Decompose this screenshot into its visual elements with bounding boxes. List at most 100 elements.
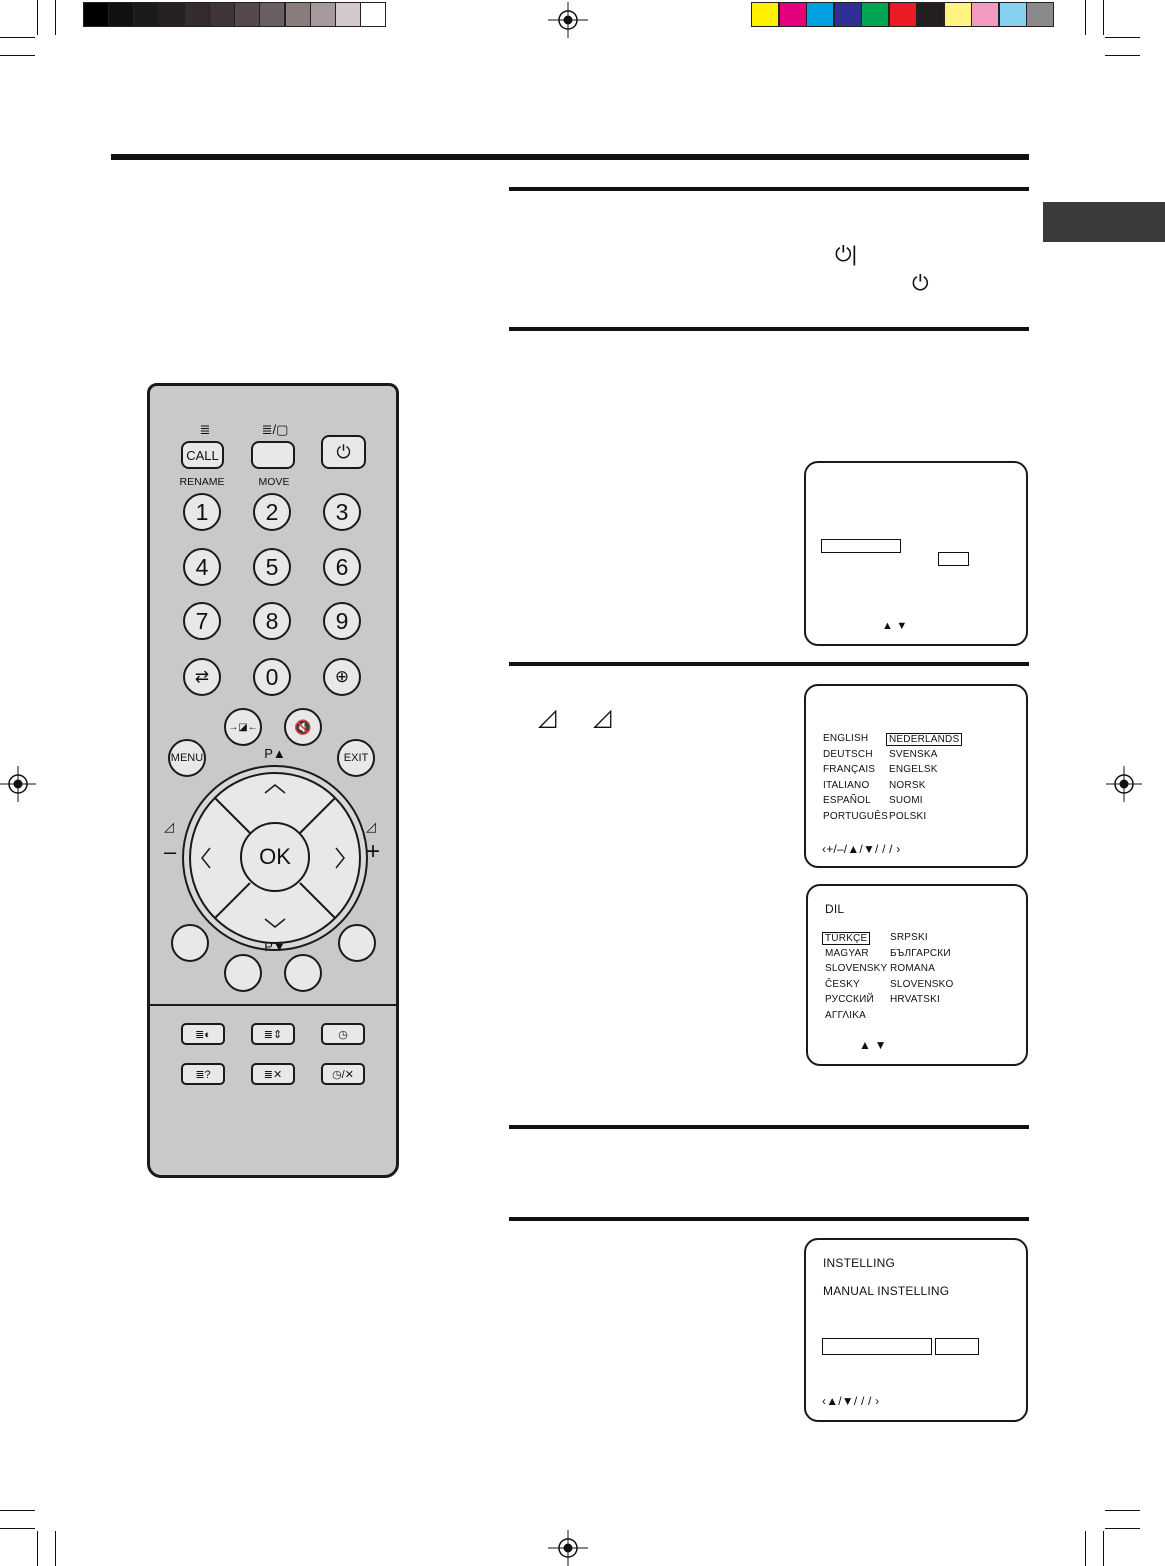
crop-mark [55,0,56,35]
clock-cancel-button[interactable]: ◷/✕ [321,1063,365,1085]
digit-3-button[interactable]: 3 [323,493,361,531]
color-swatch [751,2,779,27]
screen-title: DIL [825,902,845,916]
digit-2-button[interactable]: 2 [253,493,291,531]
language-item[interactable]: POLSKI [889,811,927,822]
screen-instelling: INSTELLING MANUAL INSTELLING ‹▲/▼/ / / › [804,1238,1028,1422]
color-swatch [778,2,807,27]
exit-button[interactable]: EXIT [337,739,375,777]
gray-swatch [360,2,387,27]
color-swatch [861,2,889,27]
volume-up-icon: ◿ [366,819,376,834]
digit-7-button[interactable]: 7 [183,602,221,640]
header-rule [111,154,1029,160]
footer-arrows: ▲ ▼ [882,620,908,632]
call-icon: ≣ [199,422,211,437]
language-item[interactable]: ENGELSK [889,764,938,776]
highlight-bar [822,1338,932,1355]
language-item[interactable]: РУССКИЙ [825,994,874,1006]
language-item[interactable]: SLOVENSKO [890,978,954,990]
menu-button[interactable]: MENU [168,739,206,777]
yellow-button[interactable] [338,924,376,962]
program-up-label: P▲ [264,746,286,761]
language-item[interactable]: HRVATSKI [890,994,940,1006]
language-item[interactable]: MAGYAR [825,947,869,959]
power-button[interactable]: ⏻ [321,435,366,469]
language-item[interactable]: PORTUGUÊS [823,811,888,822]
language-item[interactable]: NORSK [889,779,926,791]
section-rule [509,187,1029,191]
digit-8-button[interactable]: 8 [253,602,291,640]
input-button[interactable]: ⊕ [323,658,361,696]
text-mix-button[interactable] [251,441,295,469]
registration-mark-icon [548,2,588,38]
ok-button[interactable]: OK [240,822,310,892]
language-item[interactable]: ČESKY [825,978,860,990]
screen-language: ENGLISH DEUTSCH FRANÇAIS ITALIANO ESPAÑOL POR… [804,684,1028,868]
timer-button[interactable]: ◷ [321,1023,365,1045]
crop-mark [1103,0,1104,35]
gray-swatch [335,2,361,27]
language-item[interactable]: ESPAÑOL [823,795,871,807]
hold-button[interactable]: ≣✕ [251,1063,295,1085]
mute-button[interactable]: 🔇 [284,708,322,746]
volume-down-icon: ◿ [538,704,557,731]
crop-mark [1105,1510,1140,1511]
language-item[interactable]: БЪЛГАРСКИ [890,947,951,959]
language-item[interactable]: ENGLISH [823,733,869,744]
gray-swatch [183,2,210,27]
crop-mark [55,1531,56,1566]
digit-0-button[interactable]: 0 [253,658,291,696]
power-icon: ⏻ [912,272,929,295]
crop-mark [1105,1528,1140,1529]
back-button[interactable]: ⇄ [183,658,221,696]
call-button[interactable]: CALL [181,441,224,469]
language-item[interactable]: NEDERLANDS [886,733,963,746]
digit-4-button[interactable]: 4 [183,548,221,586]
volume-up-icon: ◿ [593,704,612,731]
language-item[interactable]: SVENSKA [889,748,938,760]
gray-swatch [83,2,109,27]
color-swatch [943,2,972,27]
language-item[interactable]: TÜRKÇE [822,932,871,945]
value-box [935,1338,979,1355]
red-button[interactable] [171,924,209,962]
registration-mark-icon [548,1530,588,1566]
screen-title: INSTELLING [823,1256,896,1270]
language-item[interactable]: DEUTSCH [823,748,873,760]
digit-6-button[interactable]: 6 [323,548,361,586]
crop-mark [0,1528,35,1529]
picture-mode-button[interactable]: →◪← [224,708,262,746]
gray-swatch [259,2,286,27]
language-item[interactable]: ITALIANO [823,779,870,791]
language-item[interactable]: SUOMI [889,795,923,807]
crop-mark [1103,1531,1104,1566]
digit-5-button[interactable]: 5 [253,548,291,586]
crop-mark [37,0,38,35]
teletext-index-button[interactable]: ≣◐ [181,1023,225,1045]
crop-mark [1105,37,1140,38]
color-swatch [916,2,944,27]
language-item[interactable]: FRANÇAIS [823,764,876,776]
teletext-subpage-button[interactable]: ≣⇕ [251,1023,295,1045]
text-mix-icon: ≣/▢ [261,422,289,437]
registration-mark-icon [1106,766,1142,802]
green-button[interactable] [224,954,262,992]
reveal-button[interactable]: ≣? [181,1063,225,1085]
crop-mark [0,55,35,56]
standby-power-icon: ⏻| [835,243,858,266]
language-item[interactable]: SRPSKI [890,932,928,943]
language-item[interactable]: ΑΓΓΛΙΚΑ [825,1010,866,1021]
program-down-label: P▼ [264,939,286,954]
crop-mark [1085,1531,1086,1566]
rename-label: RENAME [179,476,225,488]
language-item[interactable]: SLOVENSKY [825,963,888,975]
blue-button[interactable] [284,954,322,992]
footer-arrows: ▲ ▼ [859,1038,887,1052]
crop-mark [1085,0,1086,35]
digit-1-button[interactable]: 1 [183,493,221,531]
section-rule [509,1125,1029,1129]
language-item[interactable]: ROMANA [890,963,936,975]
digit-9-button[interactable]: 9 [323,602,361,640]
highlight-bar [821,539,901,553]
